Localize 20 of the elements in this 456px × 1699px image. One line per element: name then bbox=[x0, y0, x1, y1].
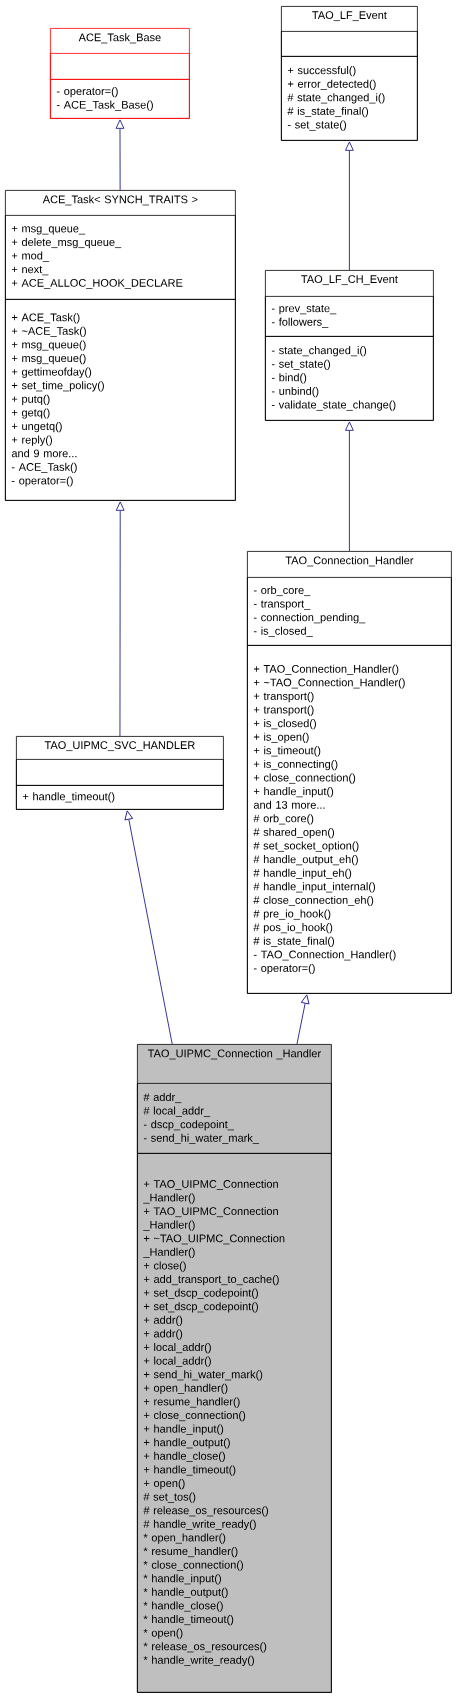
empty-compartment bbox=[50, 53, 190, 80]
inheritance-arrow bbox=[296, 994, 310, 1045]
inheritance-arrow bbox=[345, 421, 354, 552]
empty-compartment bbox=[16, 759, 224, 786]
empty-compartment bbox=[281, 31, 418, 57]
attribute-list: + msg_queue_ + delete_msg_queue_ + mod_ + next_ + ACE_ALLOC_HOOK_DECLARE bbox=[5, 215, 236, 300]
method-list: + handle_timeout() bbox=[16, 785, 224, 810]
method-list: + TAO_UIPMC_Connection _Handler() + TAO_UIPMC_Connection _Handler() + ~TAO_UIPMC_Connection _Handler() + close() + add_transport_to_cache() + set_dscp_codepoint() + set_dscp_codepoint() + addr() + addr() + local_addr() + local_addr() + send_hi_water_mark() + open_handler() + resume_handler() + close_connection() + handle_input() + handle_output() + handle_close() + handle_timeout() + open() # set_tos() # release_os_resources() # handle_write_ready() * open_handler() * resume_handler() * close_connection() * handle_input() * handle_output() * handle_close() * handle_timeout() * open() * release_os_resources() * handle_write_ready() bbox=[137, 1153, 332, 1693]
inheritance-arrow bbox=[345, 141, 354, 271]
method-list: + TAO_Connection_Handler() + ~TAO_Connection_Handler() + transport() + transport() + is_closed() + is_open() + is_timeout() + is_connecting() + close_connection() + handle_input() and 13 more... # orb_core() # shared_open() # set_socket_option() # handle_output_eh() # handle_input_eh() # handle_input_internal() # close_connection_eh() # pre_io_hook() # pos_io_hook() # is_state_final() - TAO_Connection_Handler() - operator=() bbox=[247, 645, 452, 994]
method-list: + successful() + error_detected() # state_changed_i() # is_state_final() - set_state() bbox=[281, 56, 418, 141]
attribute-list: - orb_core_ - transport_ - connection_pending_ - is_closed_ bbox=[247, 577, 452, 646]
method-list: - state_changed_i() - set_state() - bind() - unbind() - validate_state_change() bbox=[265, 336, 434, 421]
inheritance-arrow bbox=[124, 810, 173, 1045]
inheritance-arrow bbox=[115, 119, 125, 191]
inheritance-arrow bbox=[115, 501, 125, 737]
attribute-list: - prev_state_ - followers_ bbox=[265, 296, 434, 337]
attribute-list: # addr_ # local_addr_ - dscp_codepoint_ - send_hi_water_mark_ bbox=[137, 1083, 332, 1154]
method-list: - operator=() - ACE_Task_Base() bbox=[50, 79, 190, 119]
method-list: + ACE_Task() + ~ACE_Task() + msg_queue() + msg_queue() + gettimeofday() + set_time_policy() + putq() + getq() + ungetq() + reply() and 9 more... - ACE_Task() - operator=() bbox=[5, 299, 236, 501]
